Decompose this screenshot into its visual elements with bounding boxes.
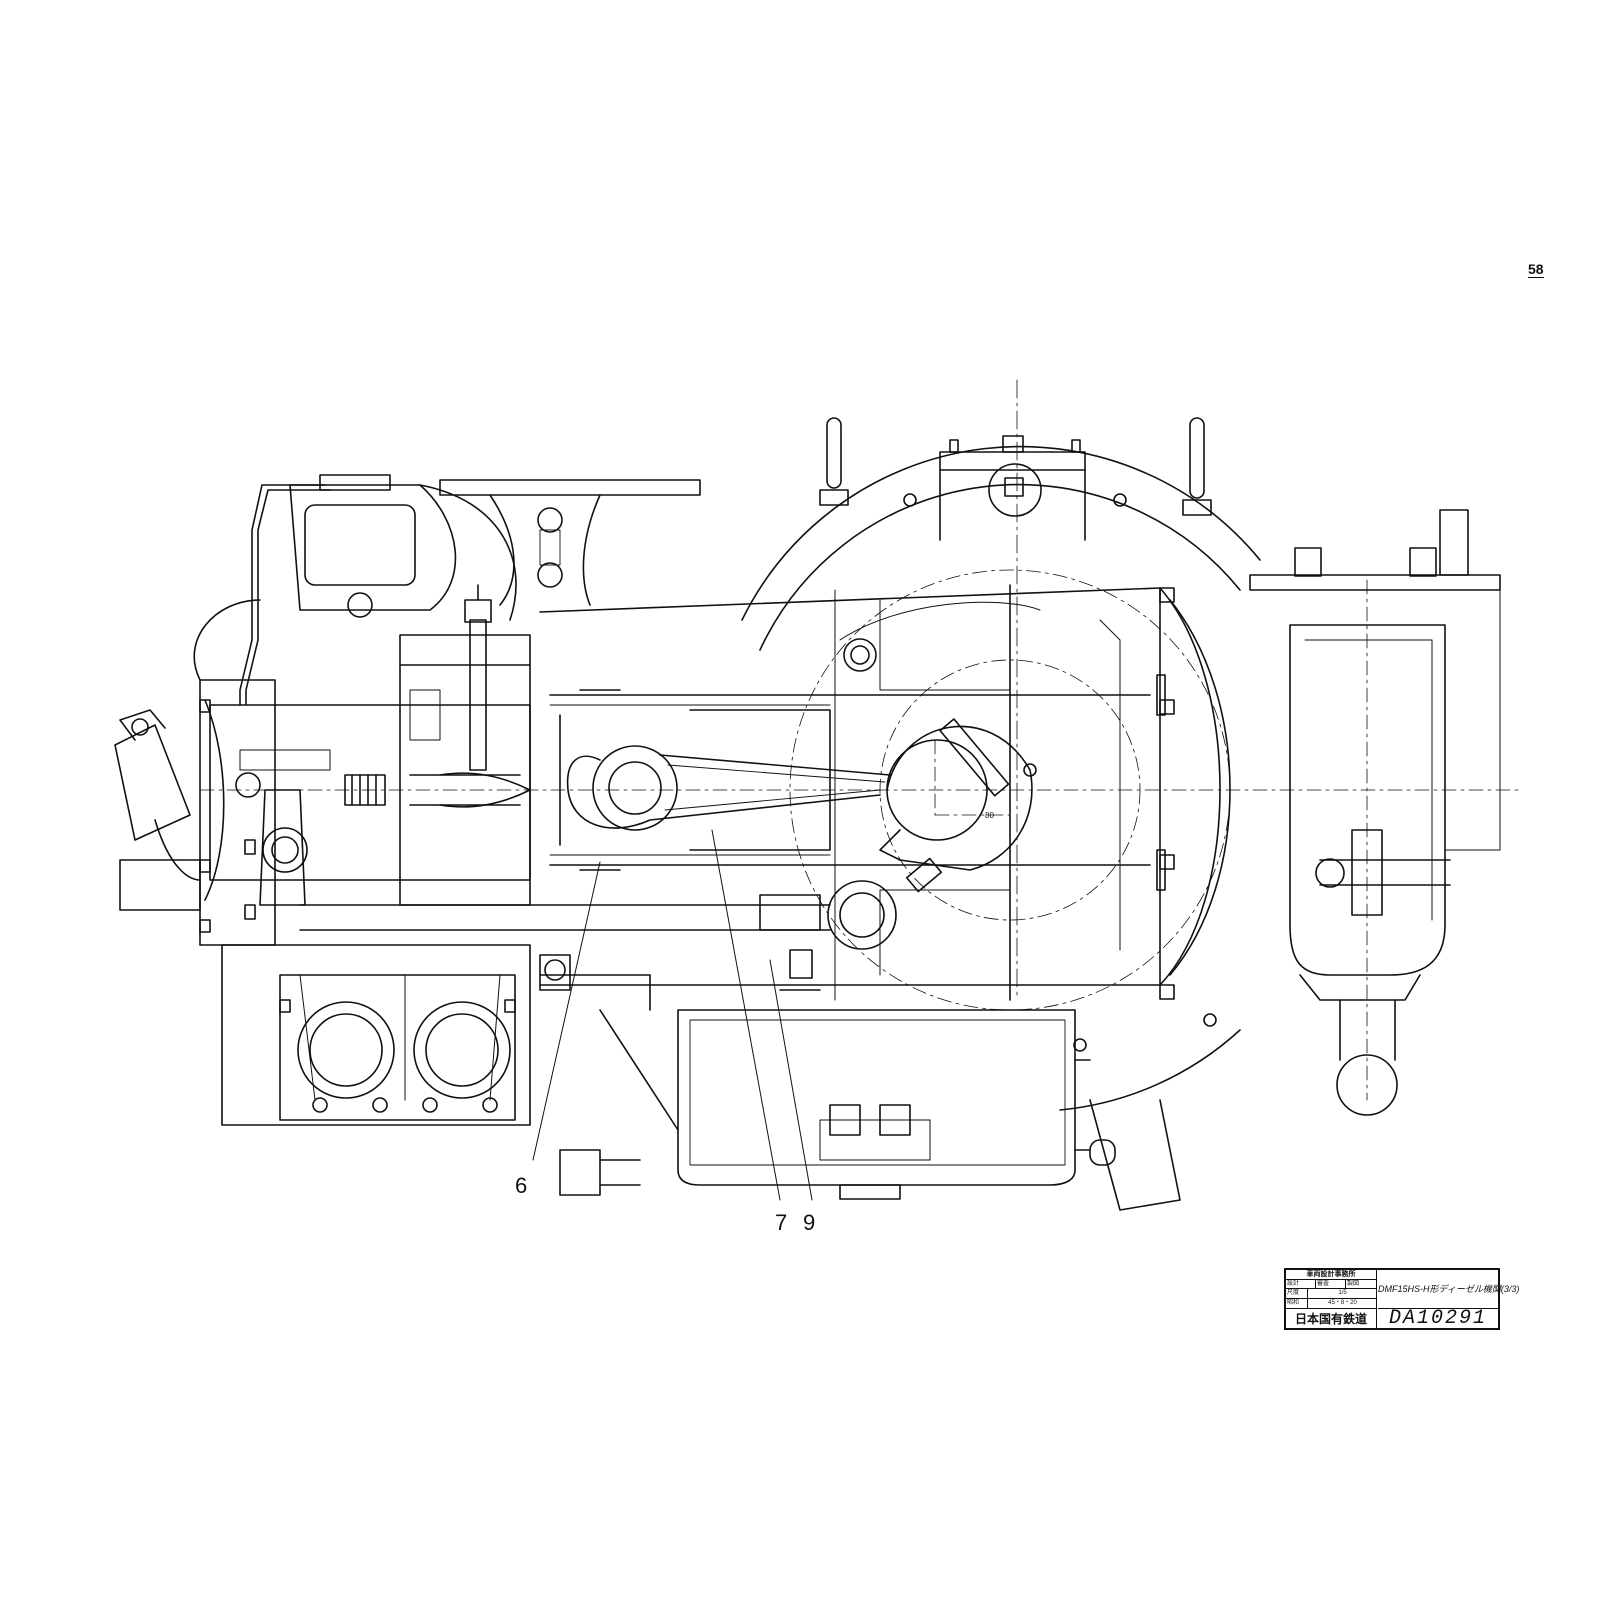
callout-leaders: [532, 829, 813, 1201]
callout-7: 7: [775, 1210, 788, 1235]
title-block-scale: 尺度 1/5: [1286, 1289, 1376, 1299]
title-block-bureau: 車両設計事務所: [1286, 1270, 1376, 1280]
oil-pan: [559, 1009, 1116, 1200]
crank-circles: [199, 569, 1521, 1011]
title-block-approvals: 設計 審査 製図: [1286, 1280, 1376, 1289]
turbocharger: [239, 474, 701, 706]
camshaft-section: [299, 880, 897, 1011]
flywheel-housing: [741, 445, 1261, 1211]
title-block-title: DMF15HS-H形ディーゼル機関(3/3): [1378, 1270, 1519, 1309]
scale-value: 1/5: [1338, 1290, 1347, 1296]
title-block-date: 昭和 45・8・20: [1286, 1299, 1376, 1309]
drawing-number: DA10291: [1388, 1307, 1487, 1330]
title-block-left: 車両設計事務所 設計 審査 製図 尺度 1/5 昭和 45・8・20 日本国有鉄…: [1286, 1270, 1377, 1328]
approval-check: 審査: [1316, 1280, 1346, 1288]
crankcase-block: [539, 584, 1231, 1001]
callout-6: 6: [515, 1173, 528, 1198]
date-label: 昭和: [1286, 1299, 1308, 1308]
approval-draw: 製図: [1347, 1281, 1360, 1287]
lower-pump-housing: [221, 944, 571, 1126]
connecting-rod: [566, 718, 1037, 893]
callout-9: 9: [803, 1210, 816, 1235]
rocker-assembly: [235, 749, 331, 906]
cylinder-head: [209, 584, 531, 906]
scale-label: 尺度: [1286, 1289, 1308, 1298]
cylinder-bore: [549, 689, 1151, 871]
lifting-eyes: [819, 417, 1212, 516]
title-block: 車両設計事務所 設計 審査 製図 尺度 1/5 昭和 45・8・20 日本国有鉄…: [1284, 1268, 1519, 1330]
title-block-organization: 日本国有鉄道: [1294, 1312, 1367, 1326]
top-bearing-cap: [939, 379, 1086, 1001]
date-value: 45・8・20: [1328, 1300, 1357, 1306]
svg-text:80: 80: [985, 811, 994, 820]
approval-design: 設計: [1286, 1280, 1316, 1288]
right-filter-housing: [1249, 509, 1501, 1116]
front-cover: [114, 599, 276, 946]
page-number: 58: [1528, 261, 1544, 278]
